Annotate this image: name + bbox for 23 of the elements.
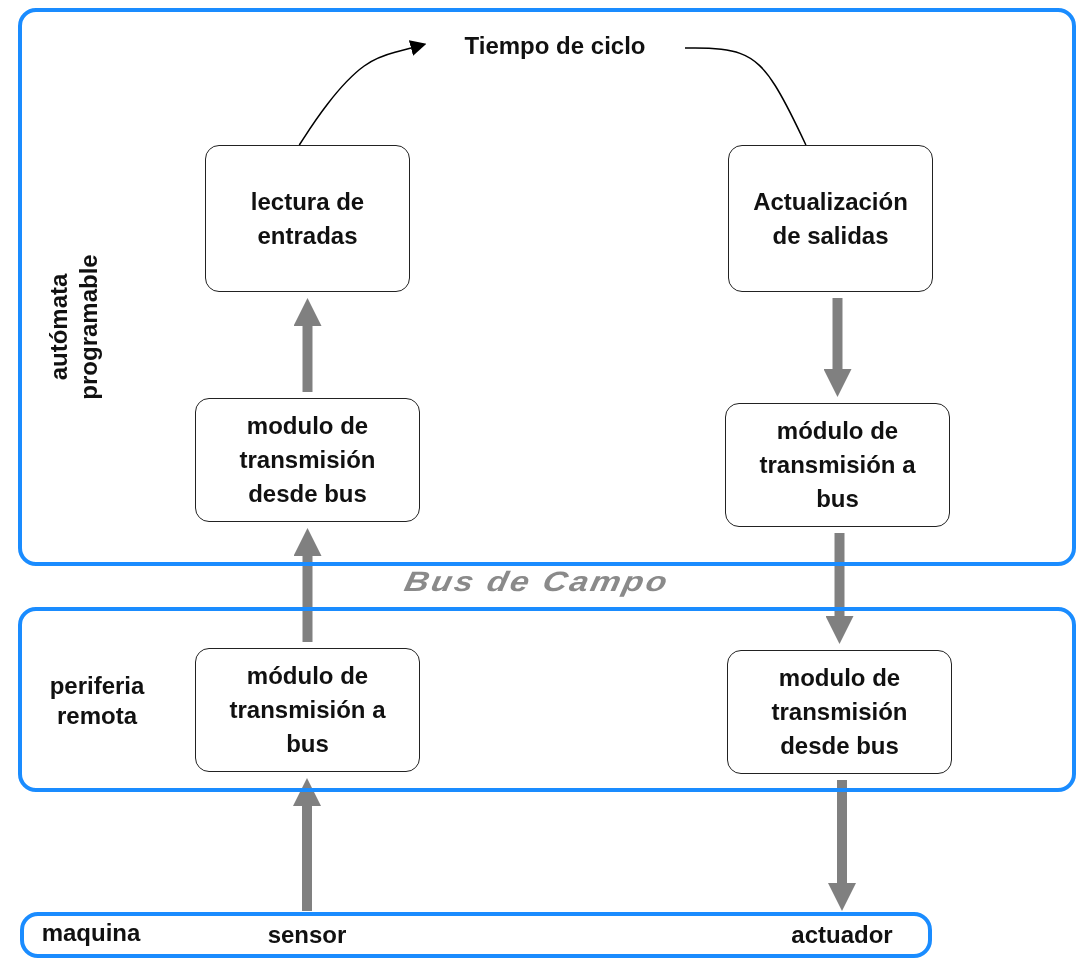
group-panel <box>18 8 1076 566</box>
process-box: modulo de transmisión desde bus <box>195 398 420 522</box>
arrow <box>825 533 854 644</box>
process-box: modulo de transmisión desde bus <box>727 650 952 774</box>
bus-label: Bus de Campo <box>401 566 673 598</box>
curved-arrow <box>298 40 427 146</box>
group-panel <box>20 912 932 958</box>
text-label: Tiempo de ciclo <box>425 28 685 64</box>
panel-title: periferia remota <box>48 671 146 731</box>
text-label: sensor <box>240 917 374 953</box>
process-box: módulo de transmisión a bus <box>725 403 950 527</box>
process-box: módulo de transmisión a bus <box>195 648 420 772</box>
group-panel <box>18 607 1076 792</box>
process-box: lectura de entradas <box>205 145 410 292</box>
arrow <box>828 780 856 911</box>
process-box: Actualización de salidas <box>728 145 933 292</box>
arrow <box>293 778 321 911</box>
arrow <box>823 298 852 397</box>
arrow <box>293 298 322 392</box>
panel-title: autómata programable <box>44 253 103 402</box>
arrow <box>293 528 322 642</box>
text-label: actuador <box>770 917 914 953</box>
panel-title: maquina <box>40 918 142 948</box>
